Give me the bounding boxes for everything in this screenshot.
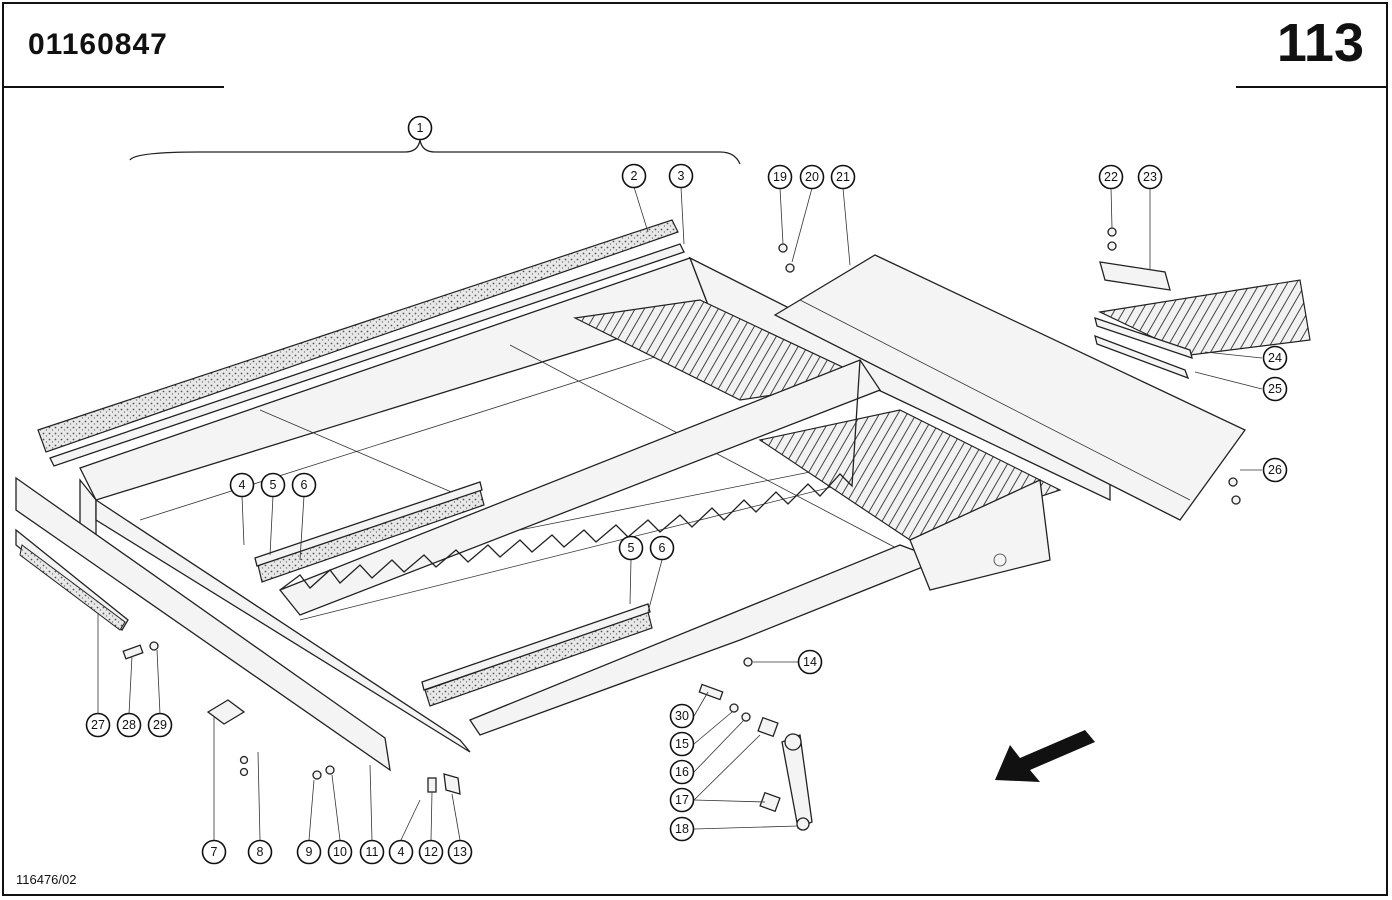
callout: 14 — [797, 649, 823, 675]
callout: 6 — [291, 472, 317, 498]
svg-text:13: 13 — [453, 845, 467, 859]
callout: 2 — [621, 163, 647, 189]
svg-text:2: 2 — [631, 169, 638, 183]
callout-group: 1 2 3 4 5 6 19 20 21 22 23 24 25 26 27 2… — [85, 115, 1288, 865]
callout: 9 — [296, 839, 322, 865]
callout: 16 — [669, 759, 695, 785]
svg-text:5: 5 — [270, 478, 277, 492]
svg-text:21: 21 — [836, 170, 850, 184]
callout: 26 — [1262, 457, 1288, 483]
svg-text:27: 27 — [91, 718, 105, 732]
callout: 1 — [407, 115, 433, 141]
side-rail — [15, 476, 391, 772]
svg-text:17: 17 — [675, 793, 689, 807]
return-pan — [773, 254, 1246, 521]
svg-text:18: 18 — [675, 822, 689, 836]
callout: 15 — [669, 731, 695, 757]
svg-text:19: 19 — [773, 170, 787, 184]
svg-text:1: 1 — [417, 121, 424, 135]
callout: 24 — [1262, 345, 1288, 371]
callout: 10 — [327, 839, 353, 865]
callout: 8 — [247, 839, 273, 865]
svg-text:10: 10 — [333, 845, 347, 859]
brush-strip-right — [421, 603, 653, 707]
svg-text:26: 26 — [1268, 463, 1282, 477]
callout: 5 — [618, 535, 644, 561]
header-rule-right — [1236, 86, 1388, 88]
callout: 6 — [649, 535, 675, 561]
brush-strip-left — [254, 481, 485, 583]
front-plate — [469, 479, 1051, 736]
svg-text:28: 28 — [122, 718, 136, 732]
svg-text:3: 3 — [678, 169, 685, 183]
callout: 25 — [1262, 376, 1288, 402]
callout: 22 — [1098, 164, 1124, 190]
direction-arrow — [995, 730, 1095, 782]
svg-text:7: 7 — [211, 845, 218, 859]
svg-text:12: 12 — [424, 845, 438, 859]
callout: 12 — [418, 839, 444, 865]
svg-text:30: 30 — [675, 709, 689, 723]
callout: 23 — [1137, 164, 1163, 190]
svg-text:15: 15 — [675, 737, 689, 751]
svg-text:6: 6 — [301, 478, 308, 492]
svg-text:22: 22 — [1104, 170, 1118, 184]
callout: 4 — [229, 472, 255, 498]
svg-text:6: 6 — [659, 541, 666, 555]
page-number: 113 — [1276, 13, 1364, 73]
callout: 4 — [388, 839, 414, 865]
part-number: 01160847 — [28, 28, 168, 61]
callout: 21 — [830, 164, 856, 190]
callout: 19 — [767, 164, 793, 190]
svg-text:20: 20 — [805, 170, 819, 184]
svg-text:11: 11 — [366, 845, 379, 859]
callout: 17 — [669, 787, 695, 813]
callout: 27 — [85, 712, 111, 738]
svg-text:4: 4 — [239, 478, 246, 492]
link-arm — [757, 716, 813, 831]
svg-text:24: 24 — [1268, 351, 1282, 365]
retaining-strip — [49, 243, 685, 467]
svg-text:29: 29 — [153, 718, 167, 732]
assembly-bracket — [129, 139, 741, 165]
sealing-strip — [37, 219, 679, 453]
svg-text:5: 5 — [628, 541, 635, 555]
callout: 5 — [260, 472, 286, 498]
callout: 13 — [447, 839, 473, 865]
callout: 29 — [147, 712, 173, 738]
svg-text:16: 16 — [675, 765, 689, 779]
svg-text:9: 9 — [306, 845, 313, 859]
leader-lines — [97, 186, 1263, 841]
svg-text:8: 8 — [257, 845, 264, 859]
sieve-extension — [1094, 261, 1311, 380]
callout: 28 — [116, 712, 142, 738]
serrated-cross-beam — [278, 359, 881, 616]
svg-text:25: 25 — [1268, 382, 1282, 396]
callout: 30 — [669, 703, 695, 729]
callout: 7 — [201, 839, 227, 865]
svg-text:4: 4 — [398, 845, 405, 859]
svg-text:23: 23 — [1143, 170, 1157, 184]
callout: 3 — [668, 163, 694, 189]
drawing-reference: 116476/02 — [16, 872, 77, 887]
callout: 11 — [359, 839, 385, 865]
svg-text:14: 14 — [803, 655, 817, 669]
header-rule-left — [2, 86, 224, 88]
callout: 18 — [669, 816, 695, 842]
callout: 20 — [799, 164, 825, 190]
